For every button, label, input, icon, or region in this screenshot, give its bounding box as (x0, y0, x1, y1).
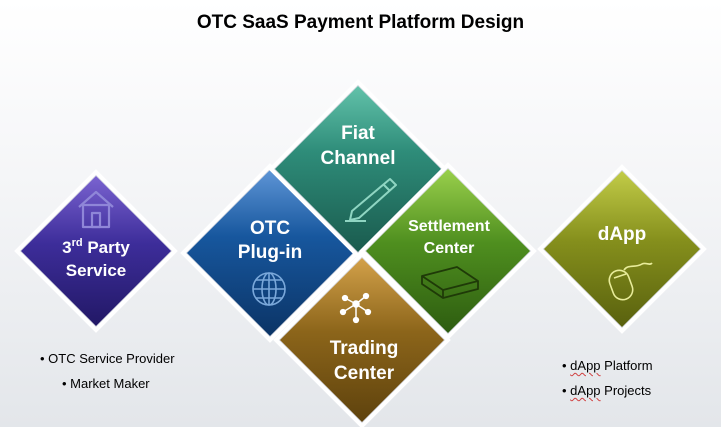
list-item-rest: Projects (600, 383, 652, 398)
network-icon (339, 292, 372, 324)
list-item: Market Maker (62, 371, 175, 396)
pencil-icon (345, 178, 397, 222)
list-item-word: dApp (570, 383, 601, 398)
globe-icon (252, 272, 286, 306)
house-icon (78, 190, 114, 229)
tile-settlement-line2: Center (424, 240, 475, 257)
tile-dapp[interactable]: dApp (537, 164, 707, 334)
tile-third-party-line2: Service (66, 261, 127, 280)
list-item-word: dApp (570, 358, 601, 373)
tile-trading-line2: Center (334, 363, 395, 384)
tile-otc-plugin-line1: OTC (250, 218, 290, 239)
tile-third-party-line1: 3rd Party (62, 237, 130, 257)
mouse-icon (608, 262, 653, 301)
tile-trading-line1: Trading (330, 338, 399, 359)
list-item: dApp Projects (562, 378, 653, 403)
left-bullet-list: OTC Service Provider Market Maker (40, 346, 175, 396)
tile-third-party-service[interactable]: 3rd Party Service (14, 169, 178, 333)
list-item-rest: Platform (600, 358, 653, 373)
tile-fiat-line2: Channel (321, 148, 396, 169)
right-bullet-list: dApp Platform dApp Projects (562, 353, 653, 403)
tile-trading-center[interactable]: Trading Center (273, 251, 451, 427)
page-title: OTC SaaS Payment Platform Design (196, 12, 525, 33)
tile-settlement-center[interactable]: Settlement Center (359, 162, 537, 340)
book-icon (421, 266, 479, 299)
tile-settlement-line1: Settlement (408, 218, 490, 235)
list-item: OTC Service Provider (40, 346, 174, 371)
tile-dapp-line1: dApp (598, 224, 647, 245)
tile-otc-plugin-line2: Plug-in (238, 242, 302, 263)
tile-fiat-line1: Fiat (341, 123, 375, 144)
list-item: dApp Platform (562, 353, 653, 378)
